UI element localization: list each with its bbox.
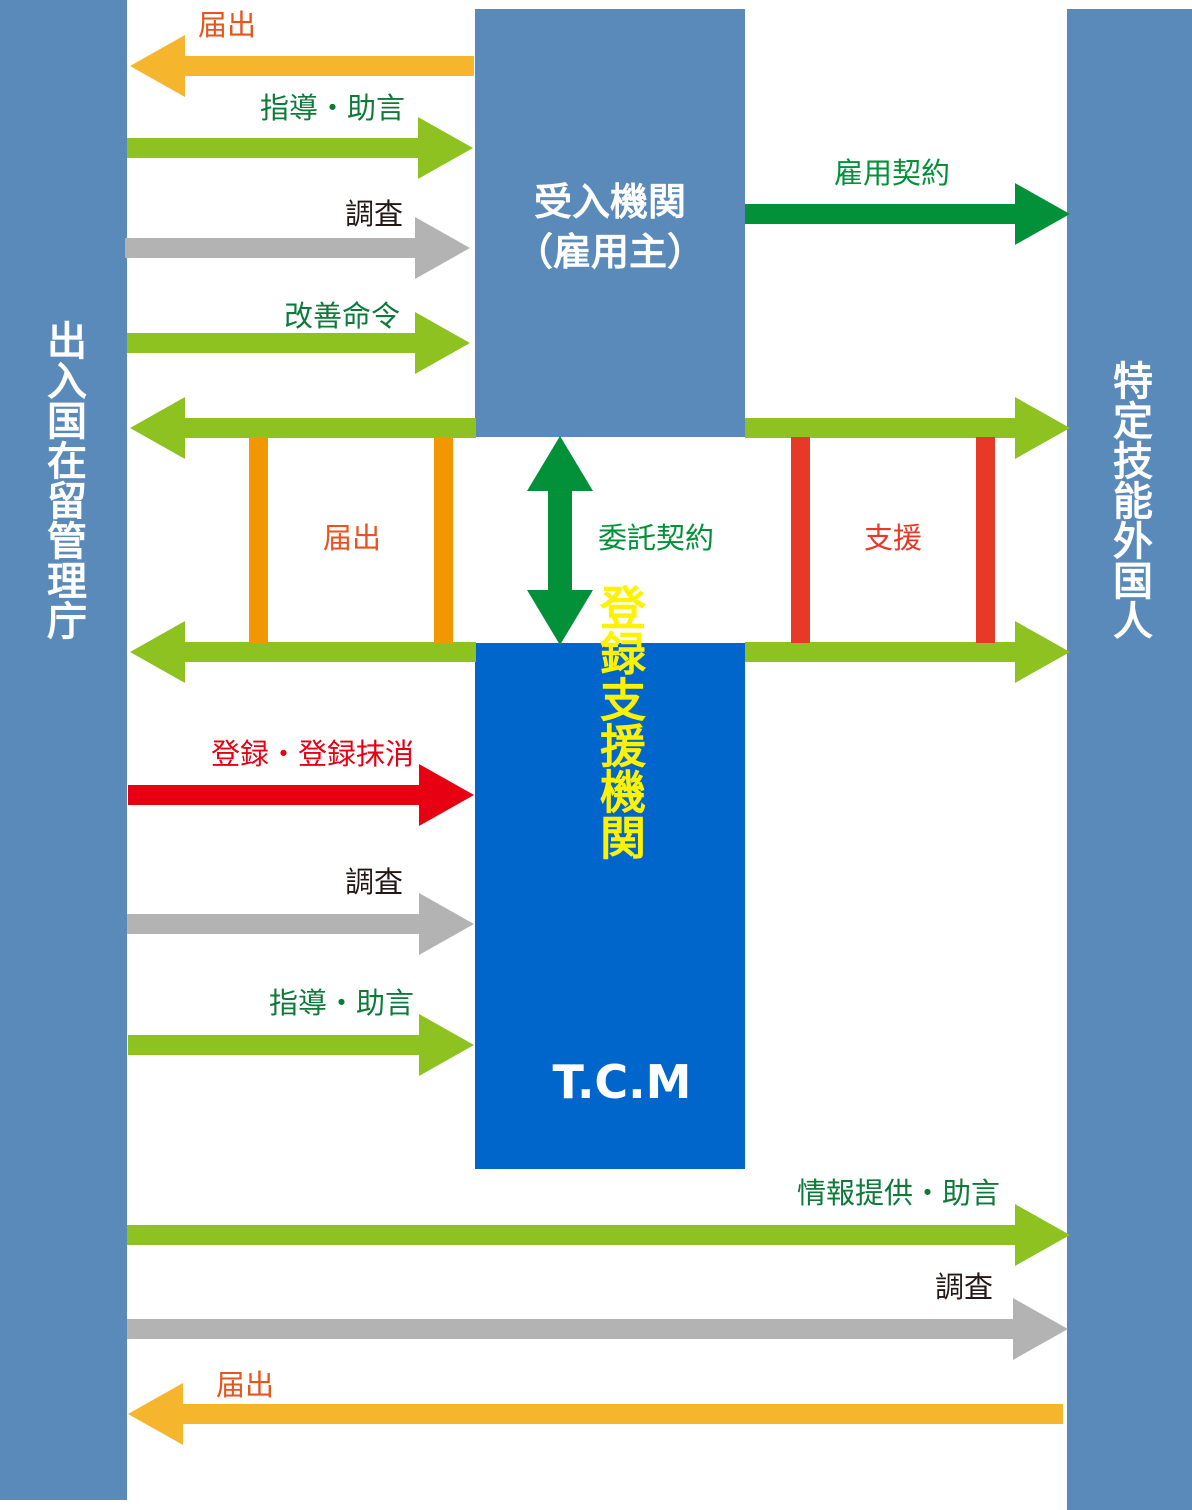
- label-info-advice: 情報提供・助言: [797, 1176, 1000, 1210]
- arrow-investigate-worker: [127, 1298, 1068, 1360]
- immigration-agency-bar: [0, 0, 127, 1500]
- support-org-name: T.C.M: [553, 1055, 692, 1109]
- foreign-worker-bar: [1067, 9, 1192, 1510]
- arrows-layer: [125, 35, 1070, 1445]
- label-employer-notify: 届出: [198, 8, 256, 42]
- label-employment-contract: 雇用契約: [834, 156, 950, 190]
- notify-connector-right: [434, 437, 453, 643]
- label-support-notify: 届出: [323, 521, 381, 555]
- employer-box: [475, 9, 745, 437]
- label-registration: 登録・登録抹消: [211, 737, 414, 771]
- arrow-worker-notify: [128, 1383, 1063, 1445]
- arrow-employment-contract: [745, 183, 1070, 245]
- employer-subtitle: （雇用主）: [515, 230, 705, 274]
- label-improvement-order: 改善命令: [284, 299, 400, 333]
- foreign-worker-label: 特定技能外国人: [1106, 360, 1153, 640]
- support-org-title: 登録支援機関: [593, 584, 647, 860]
- label-worker-notify: 届出: [216, 1368, 274, 1402]
- arrow-guidance-employer: [127, 117, 473, 179]
- label-investigate-support: 調査: [345, 865, 403, 899]
- label-investigate-employer: 調査: [345, 197, 403, 231]
- arrow-employer-notify: [130, 35, 474, 97]
- arrow-notify-lower: [130, 621, 476, 683]
- label-support: 支援: [864, 521, 922, 555]
- immigration-agency-label: 出入国在留管理庁: [40, 320, 87, 640]
- label-guidance-support: 指導・助言: [269, 986, 414, 1020]
- label-outsourcing-contract: 委託契約: [598, 521, 714, 555]
- arrow-improvement-order: [127, 312, 470, 374]
- employer-title: 受入機関: [534, 180, 686, 224]
- arrow-support-upper: [745, 397, 1070, 459]
- label-guidance-employer: 指導・助言: [260, 91, 405, 125]
- arrow-registration: [128, 764, 474, 826]
- label-investigate-worker: 調査: [935, 1270, 993, 1304]
- arrow-notify-upper: [130, 397, 476, 459]
- arrow-support-lower: [745, 621, 1070, 683]
- arrow-outsourcing-contract: [527, 436, 593, 645]
- notify-connector-left: [249, 437, 268, 643]
- arrow-investigate-support: [127, 893, 474, 955]
- support-connector-right: [976, 437, 995, 643]
- support-connector-left: [791, 437, 810, 643]
- arrow-guidance-support: [128, 1014, 474, 1076]
- arrow-info-advice: [127, 1204, 1070, 1266]
- arrow-investigate-employer: [125, 217, 470, 279]
- support-org-box: [475, 643, 745, 1169]
